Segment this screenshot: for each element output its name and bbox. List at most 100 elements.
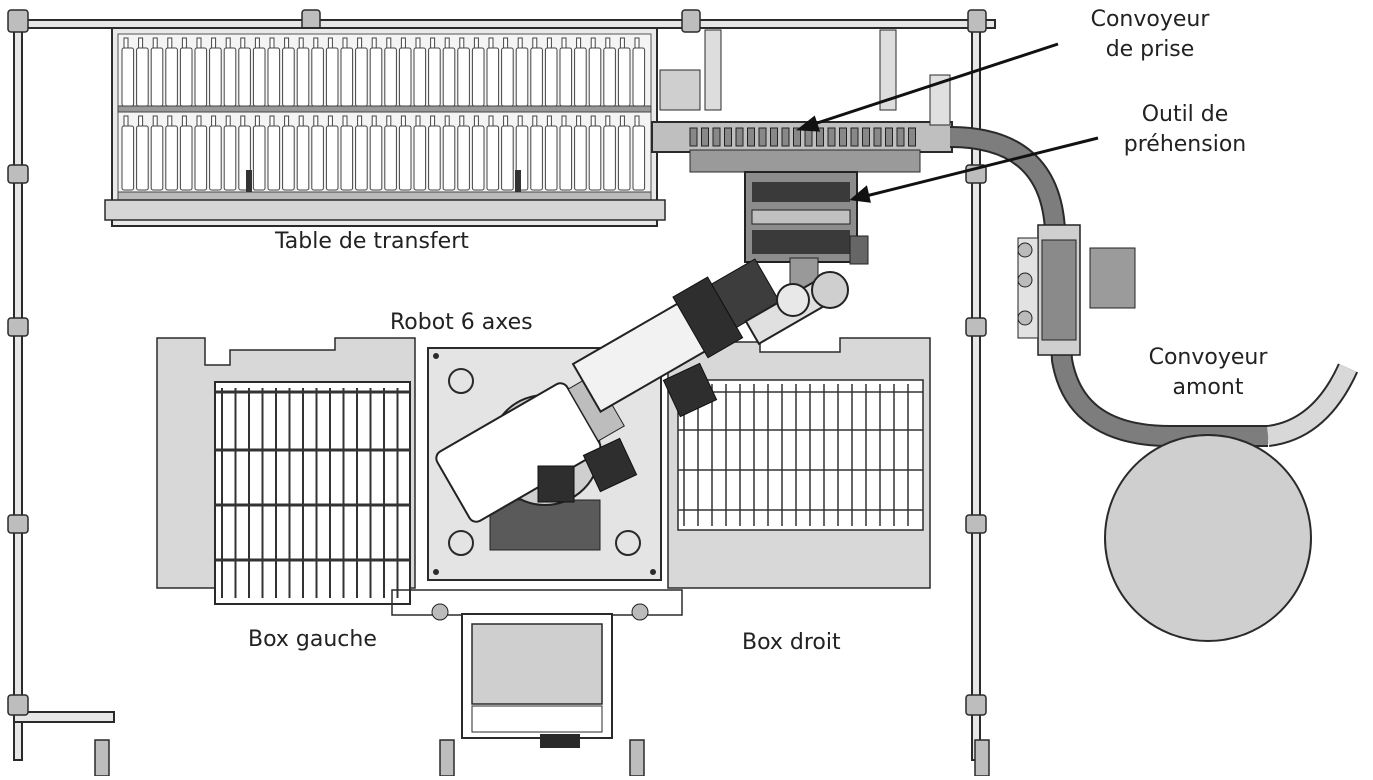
bottle-neck	[225, 115, 231, 127]
label-upstream-conveyor: Convoyeur amont	[1133, 343, 1283, 403]
annotation-arrows	[795, 42, 1099, 203]
bottle	[150, 47, 164, 107]
bottle-neck	[167, 37, 173, 49]
bottle	[486, 125, 500, 191]
bottle	[223, 47, 237, 107]
bottle	[398, 125, 412, 191]
bottle-neck	[503, 115, 509, 127]
bottle-neck	[532, 115, 538, 127]
label-gripper-tool: Outil de préhension	[1105, 100, 1265, 160]
roller	[701, 127, 709, 147]
bottle-neck	[430, 37, 436, 49]
bottle	[428, 47, 441, 107]
bottle-neck	[284, 37, 290, 49]
control-cabinet	[391, 589, 683, 748]
bottle-neck	[254, 37, 260, 49]
bottle	[384, 125, 397, 191]
bottle-neck	[473, 37, 479, 49]
roller	[770, 127, 778, 147]
bottle-neck	[576, 37, 582, 49]
bottle	[165, 125, 178, 191]
bottle-neck	[590, 37, 596, 49]
bottle	[501, 47, 514, 107]
bottle-neck	[196, 37, 202, 49]
left-box-grid	[215, 388, 410, 598]
bottle	[588, 125, 602, 191]
bottle-neck	[619, 115, 625, 127]
bottle-neck	[532, 37, 538, 49]
bottle	[617, 47, 631, 107]
label-right-box: Box droit	[742, 630, 841, 655]
arrow-gripper	[861, 136, 1099, 199]
bottle-neck	[517, 37, 523, 49]
bottle	[296, 125, 310, 191]
roller	[781, 127, 790, 147]
roller	[862, 127, 870, 147]
bottle-neck	[386, 37, 392, 49]
bottle-neck	[488, 115, 494, 127]
bottle	[588, 47, 602, 107]
bottle	[471, 125, 485, 191]
bottle	[471, 47, 485, 107]
bottle-neck	[619, 37, 625, 49]
label-pick-conveyor: Convoyeur de prise	[1075, 5, 1225, 65]
bottle-neck	[386, 115, 392, 127]
bottle	[311, 47, 324, 107]
bottle	[223, 125, 237, 191]
bottle-neck	[473, 115, 479, 127]
bottle-neck	[430, 115, 436, 127]
bottle-neck	[605, 115, 611, 127]
bottle-neck	[181, 37, 187, 49]
bottle	[282, 47, 295, 107]
label-left-box: Box gauche	[248, 627, 377, 652]
bottle	[179, 125, 193, 191]
bottle	[165, 47, 178, 107]
bottle	[369, 47, 383, 107]
bottle-neck	[152, 115, 158, 127]
bottle	[457, 47, 470, 107]
bottle-neck	[152, 37, 158, 49]
label-gripper-tool-line1: Outil de	[1141, 102, 1229, 127]
left-box	[156, 337, 416, 605]
bottle-neck	[444, 115, 450, 127]
bottle-neck	[181, 115, 187, 127]
bottle-neck	[269, 115, 275, 127]
bottle	[603, 47, 616, 107]
bottle-neck	[444, 37, 450, 49]
bottle	[121, 47, 135, 107]
bottle	[194, 47, 208, 107]
bottle	[544, 125, 558, 191]
bottle	[355, 47, 368, 107]
roller	[724, 127, 732, 147]
bottle-neck	[503, 37, 509, 49]
bottle-neck	[459, 37, 465, 49]
bottle-neck	[634, 37, 640, 49]
bottle	[413, 47, 427, 107]
roller	[873, 127, 882, 147]
bottle	[296, 47, 310, 107]
bottle	[457, 125, 470, 191]
bottle-neck	[196, 115, 202, 127]
bottle	[632, 47, 646, 107]
bottle	[384, 47, 397, 107]
bottle-neck	[342, 115, 348, 127]
bottle	[559, 47, 573, 107]
bottle-neck	[138, 37, 144, 49]
bottle	[311, 125, 324, 191]
bottle	[398, 47, 412, 107]
bottle-neck	[298, 37, 304, 49]
bottle-neck	[123, 37, 129, 49]
roller	[896, 127, 905, 147]
bottle-neck	[634, 115, 640, 127]
bottle-neck	[517, 115, 523, 127]
bottle	[442, 47, 456, 107]
bottle	[603, 125, 616, 191]
bottle	[574, 47, 587, 107]
bottle	[413, 125, 427, 191]
bottle-neck	[488, 37, 494, 49]
pick-conveyor	[651, 29, 953, 173]
bottle-neck	[357, 115, 363, 127]
roller	[747, 127, 755, 147]
bottle	[544, 47, 558, 107]
